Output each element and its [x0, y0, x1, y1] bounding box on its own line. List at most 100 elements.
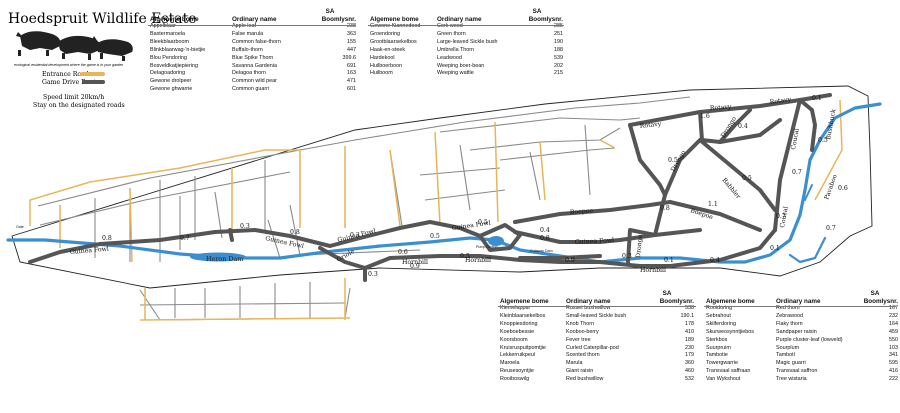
distance-label: 0.3: [622, 253, 632, 260]
english-name: False marula: [232, 30, 264, 37]
tree-number: 167: [889, 305, 898, 311]
tree-number: 341: [889, 352, 898, 359]
english-name: Fever tree: [566, 336, 591, 343]
local-name: Lekkerruikpeul: [500, 352, 536, 359]
english-name: Red thorn: [776, 305, 800, 311]
tree-number: 471: [347, 78, 356, 85]
road-label: Rotavy: [769, 96, 792, 106]
tree-number: 178: [685, 320, 694, 327]
col-english: Ordinary name: [437, 15, 482, 23]
tree-number: 189: [685, 336, 694, 343]
tree-number: 238: [347, 23, 356, 29]
road-label: Pavaboo: [823, 173, 839, 200]
col-number: Boomlysnr.: [321, 15, 356, 23]
estate-boundary: [11, 85, 873, 289]
game-drive-routes: [28, 93, 832, 282]
col-local: Algemene bome: [706, 297, 755, 305]
road-label: Rotavy: [710, 103, 732, 112]
english-name: Russet bushwillow: [566, 305, 611, 311]
tree-number: 232: [889, 312, 898, 319]
top-left-separator: [148, 25, 356, 26]
english-name: Common false-thorn: [232, 38, 281, 45]
heron-dam-label: Heron Dam: [206, 255, 243, 263]
distance-label: 0.7: [826, 225, 836, 232]
tree-number: 447: [347, 46, 356, 53]
col-local: Algemene bome: [370, 15, 419, 23]
distance-label: 0.4: [738, 123, 748, 130]
english-name: Red bushwillow: [566, 376, 604, 383]
local-name: Blinkblaarwag-'n-bietjie: [150, 46, 206, 53]
col-sa: SA: [532, 8, 542, 15]
tree-number: 164: [889, 320, 898, 327]
cutaway-dam-label: Cutaway Dam: [530, 249, 553, 253]
road-label: Guinea Fowl: [575, 237, 614, 246]
distance-label: 0.5: [460, 253, 470, 260]
speed-limit: Speed limit 20km/h: [43, 94, 104, 101]
english-name: Marula: [566, 360, 583, 367]
local-name: Maroela: [500, 360, 520, 367]
local-name: Reusesoyntjie: [500, 368, 534, 375]
tree-number: 532: [685, 376, 694, 383]
tree-number: 179: [685, 352, 694, 359]
english-name: Transvaal saffron: [776, 368, 818, 375]
english-name: Weeping boer-bean: [437, 62, 485, 69]
local-name: Huilboerboon: [370, 62, 403, 69]
tree-number: 410: [685, 328, 694, 335]
road-label: Hornbill: [640, 267, 666, 274]
english-name: Zebrawood: [776, 312, 803, 319]
distance-label: 0.5: [478, 219, 488, 226]
col-local: Algemene bome: [500, 297, 549, 305]
distance-label: 0.5: [668, 157, 678, 164]
tree-number: 538: [685, 305, 694, 311]
col-english: Ordinary name: [232, 15, 277, 23]
tree-number: 460: [685, 368, 694, 375]
local-name: Sebrahout: [706, 312, 731, 319]
english-name: Green thorn: [437, 30, 466, 37]
local-name: Towergwarrie: [706, 360, 739, 367]
local-name: Skilferdoring: [706, 320, 736, 327]
english-name: Kooboo-berry: [566, 328, 599, 335]
road-label: Coucal: [790, 128, 801, 150]
col-number: Boomlysnr.: [863, 297, 898, 305]
local-name: Koorsboom: [500, 336, 528, 343]
local-name: Rooidoring: [706, 305, 733, 311]
local-name: Appelblaar: [150, 23, 176, 29]
table-row: Sebrahout Zebrawood 232: [706, 313, 899, 321]
tree-number: 595: [889, 360, 898, 367]
road-label: Babbler: [720, 177, 741, 200]
local-name: Tambotie: [706, 352, 728, 359]
local-name: Grootblaarsekelbos: [370, 38, 417, 45]
distance-label: 0.8: [102, 235, 112, 242]
local-name: Bleekblaarboom: [150, 38, 189, 45]
distance-label: 0.3: [240, 223, 250, 230]
english-name: Buffalo-thorn: [232, 46, 263, 53]
english-name: Small-leaved Sickle bush: [566, 312, 627, 319]
distance-label: 1.6: [700, 113, 710, 120]
distance-label: 0.8: [290, 229, 300, 236]
local-name: Gewone drolpeer: [150, 78, 192, 85]
english-name: Knob Thorn: [566, 320, 595, 327]
table-row: Koorsboom Fever tree 189: [500, 337, 694, 345]
top-right-separator: [368, 25, 564, 26]
tree-number: 202: [554, 62, 563, 69]
estate-title: Hoedspruit Wildlife Estate: [8, 11, 197, 27]
english-name: Common guarri: [232, 86, 270, 93]
